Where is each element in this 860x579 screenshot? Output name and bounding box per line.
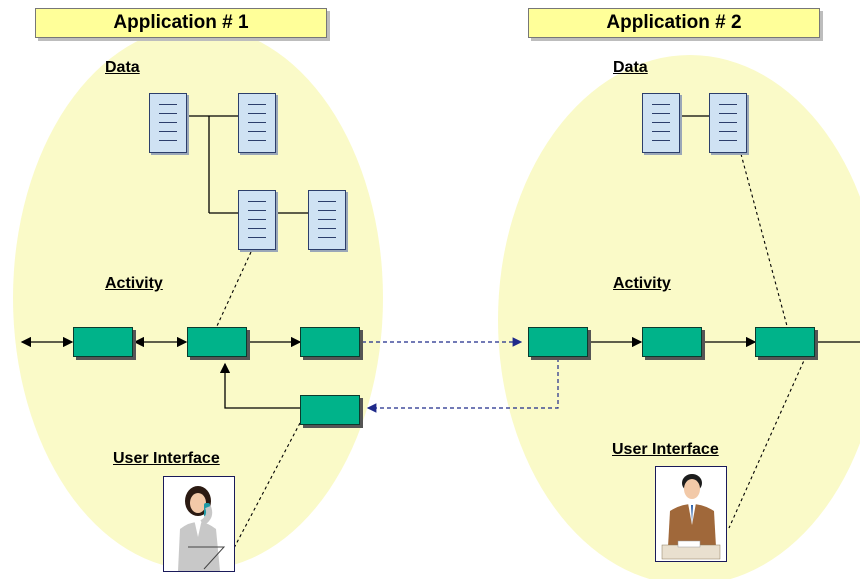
app2-ui-label: User Interface <box>612 441 719 458</box>
app1-data-label: Data <box>105 59 140 76</box>
activity-box <box>755 327 815 357</box>
activity-box <box>642 327 702 357</box>
app2-title: Application # 2 <box>528 8 820 38</box>
activity-box <box>300 395 360 425</box>
document-icon <box>238 190 276 250</box>
activity-box <box>300 327 360 357</box>
app1-ui-label: User Interface <box>113 450 220 467</box>
app2-ellipse <box>498 55 860 579</box>
document-icon <box>149 93 187 153</box>
activity-box <box>187 327 247 357</box>
app1-title: Application # 1 <box>35 8 327 38</box>
man-at-desk-icon <box>655 466 727 562</box>
dashed-links <box>216 153 807 549</box>
document-icon <box>308 190 346 250</box>
document-icon <box>709 93 747 153</box>
document-icon <box>238 93 276 153</box>
app1-activity-links <box>20 336 302 409</box>
app1-ellipse <box>13 26 383 570</box>
activity-box <box>528 327 588 357</box>
cross-app-links <box>362 337 559 413</box>
document-icon <box>642 93 680 153</box>
activity-box <box>73 327 133 357</box>
app2-activity-label: Activity <box>613 275 671 292</box>
woman-on-phone-icon <box>163 476 235 572</box>
app1-activity-label: Activity <box>105 275 163 292</box>
app1-data-links <box>188 115 308 214</box>
app2-data-label: Data <box>613 59 648 76</box>
